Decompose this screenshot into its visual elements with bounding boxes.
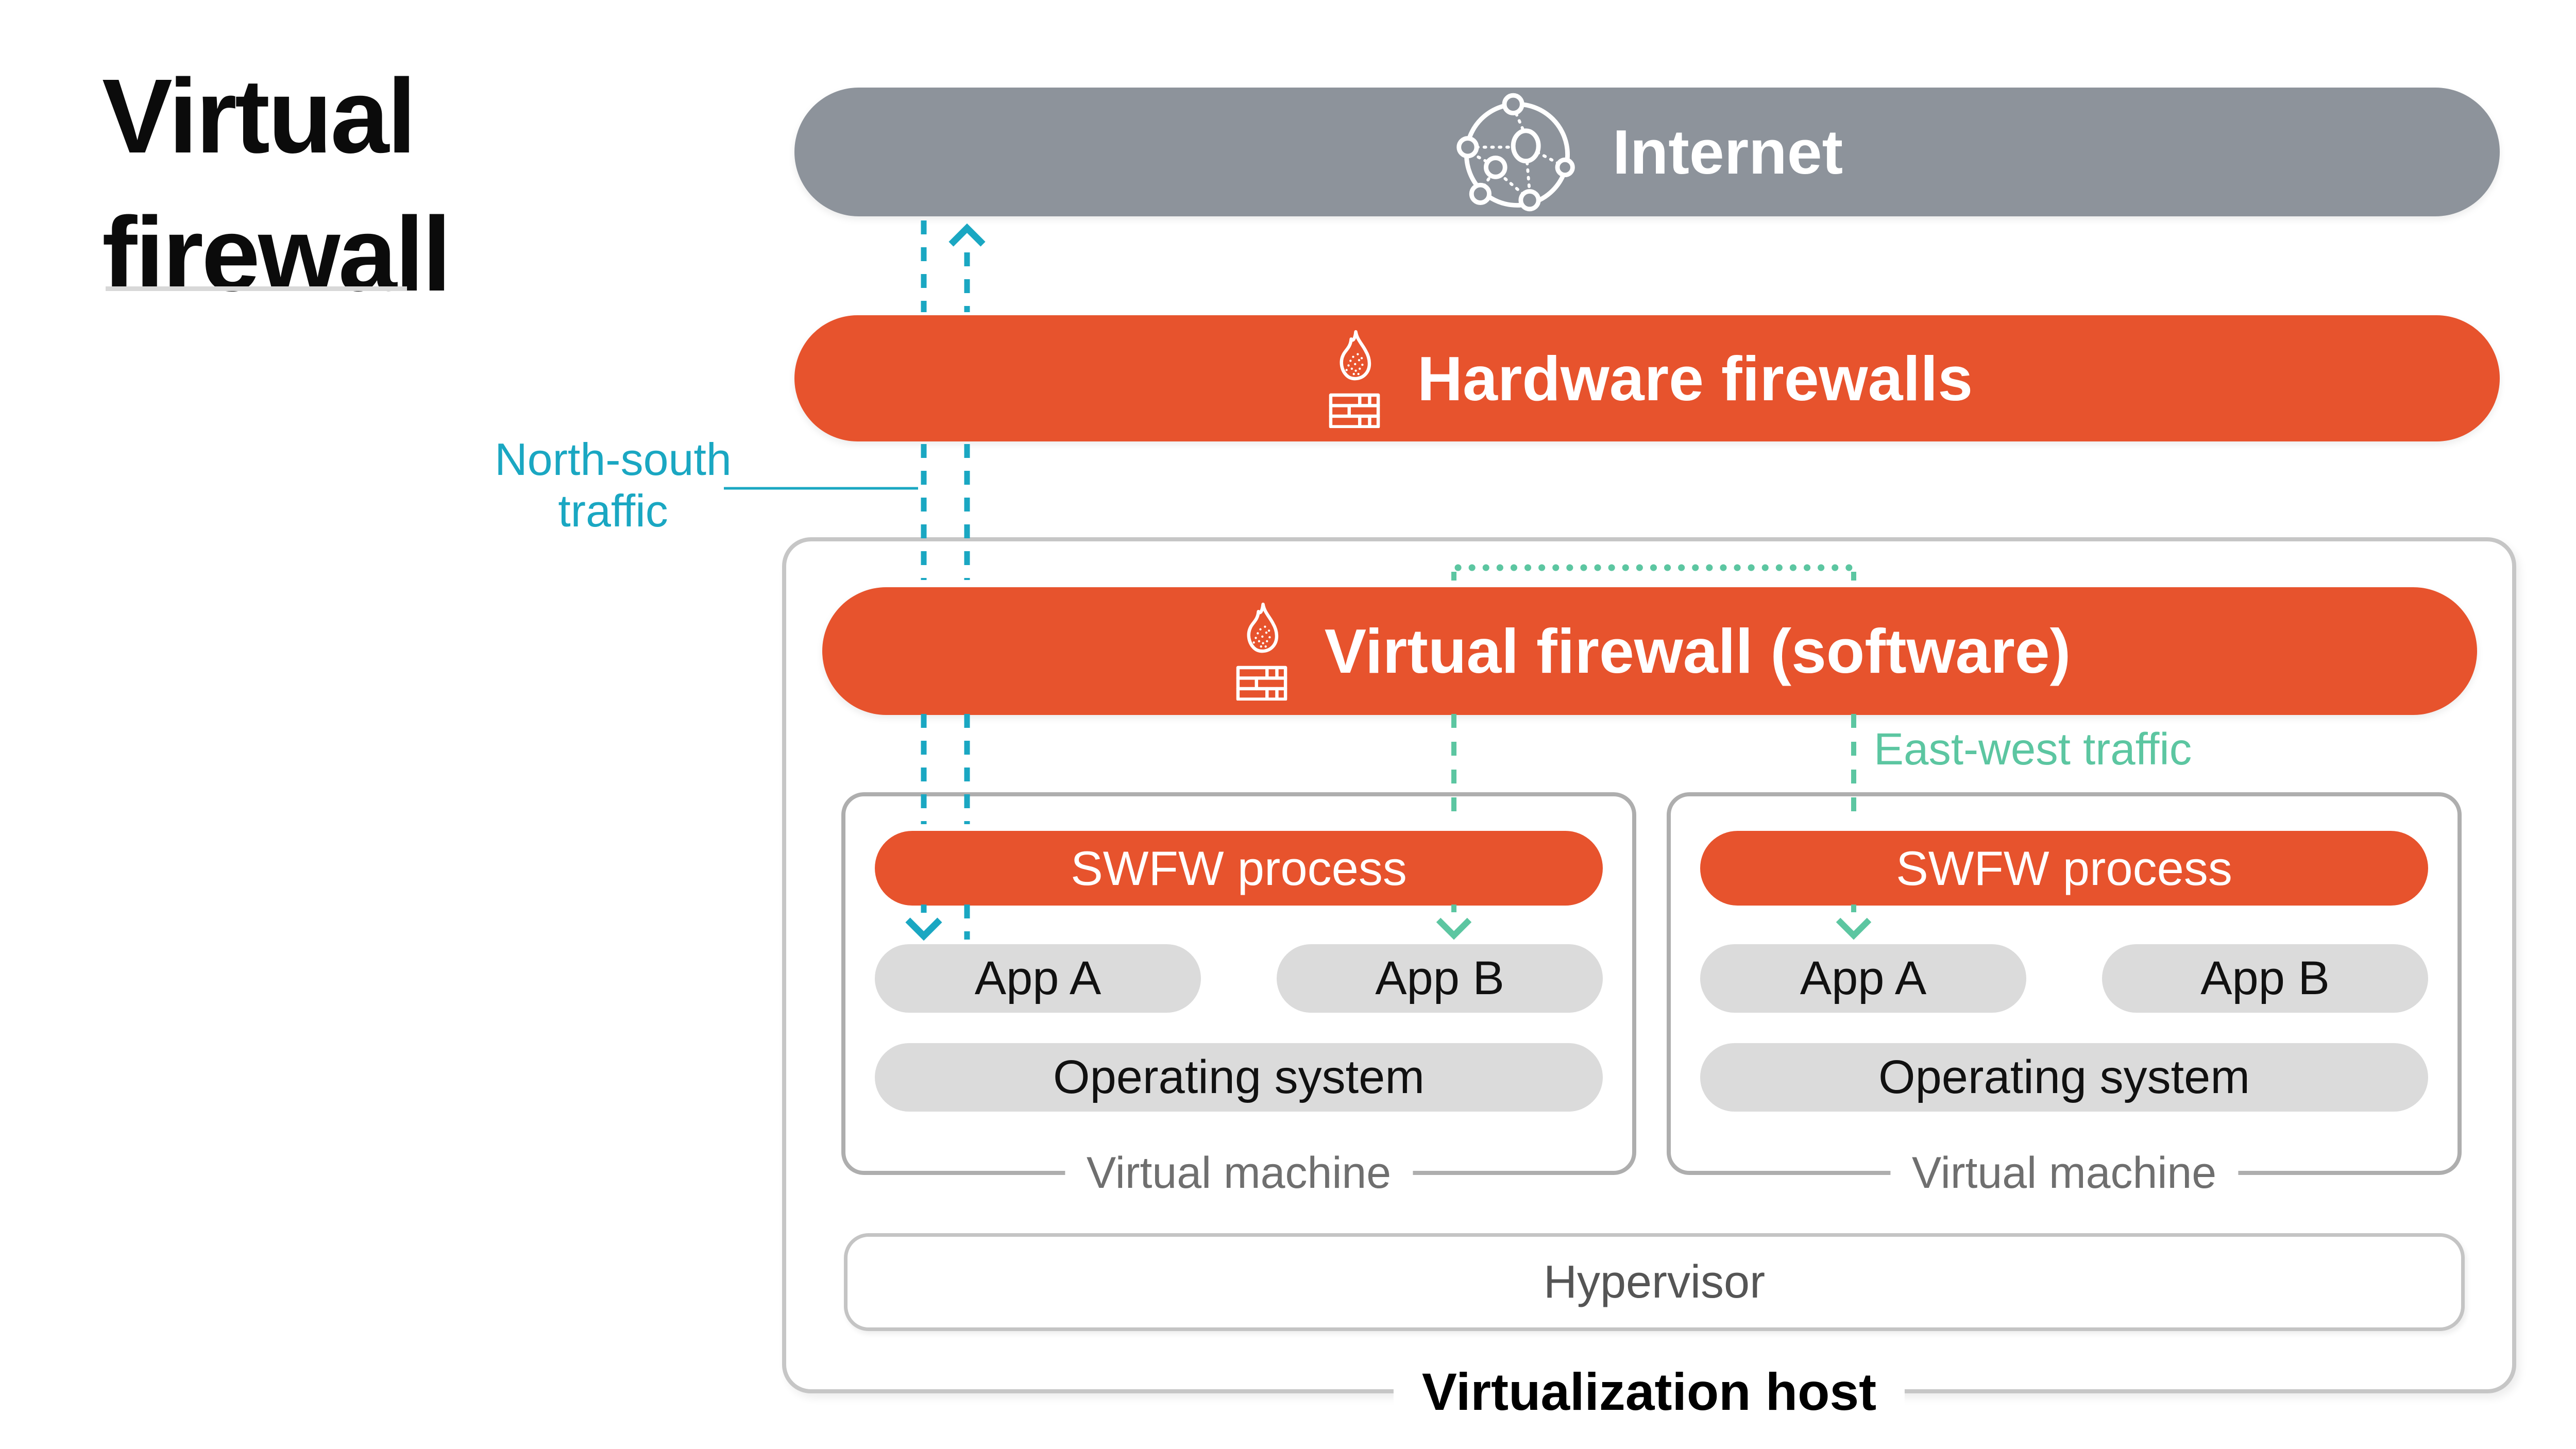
firewall-icon — [1329, 330, 1380, 428]
north-south-traffic-label: North-south traffic — [443, 434, 783, 537]
swfw-process-label: SWFW process — [1896, 841, 2232, 895]
app-b-pill: App B — [2102, 944, 2428, 1013]
hardware-firewalls-bar: Hardware firewalls — [794, 315, 2500, 441]
virtualization-host-box: Virtual firewall (software) SWFW process… — [782, 537, 2516, 1420]
hypervisor-label: Hypervisor — [1543, 1256, 1766, 1308]
globe-network-icon — [1456, 93, 1575, 211]
north-south-label-line1: North-south — [495, 434, 732, 485]
virtual-machine-label: Virtual machine — [1890, 1148, 2239, 1198]
vm-box-right: SWFW process App A App B Operating syste… — [1667, 792, 2462, 1198]
virtual-firewall-bar: Virtual firewall (software) — [822, 587, 2477, 715]
firewall-icon — [1236, 602, 1287, 701]
hypervisor-bar: Hypervisor — [844, 1233, 2465, 1331]
north-south-label-line2: traffic — [558, 485, 668, 536]
app-a-pill: App A — [1700, 944, 2026, 1013]
app-b-pill: App B — [1277, 944, 1603, 1013]
virtual-machine-label: Virtual machine — [1064, 1148, 1413, 1198]
swfw-process-bar: SWFW process — [1700, 831, 2428, 906]
vm-box-left: SWFW process App A App B Operating syste… — [841, 792, 1636, 1198]
hardware-firewalls-label: Hardware firewalls — [1417, 343, 1973, 414]
internet-bar: Internet — [794, 88, 2500, 216]
virtual-firewall-label: Virtual firewall (software) — [1324, 616, 2071, 686]
virtualization-host-label: Virtualization host — [1393, 1363, 1905, 1420]
internet-label: Internet — [1612, 117, 1843, 187]
page-title-line1: Virtual — [102, 57, 416, 175]
swfw-process-label: SWFW process — [1071, 841, 1407, 895]
page-title: Virtual firewall — [102, 47, 451, 323]
app-a-pill: App A — [875, 944, 1201, 1013]
title-divider — [106, 286, 407, 291]
east-west-traffic-label: East-west traffic — [1874, 724, 2192, 774]
swfw-process-bar: SWFW process — [875, 831, 1603, 906]
up-arrowhead — [948, 223, 986, 247]
operating-system-bar: Operating system — [875, 1043, 1603, 1112]
operating-system-bar: Operating system — [1700, 1043, 2428, 1112]
page-title-line2: firewall — [102, 195, 451, 313]
